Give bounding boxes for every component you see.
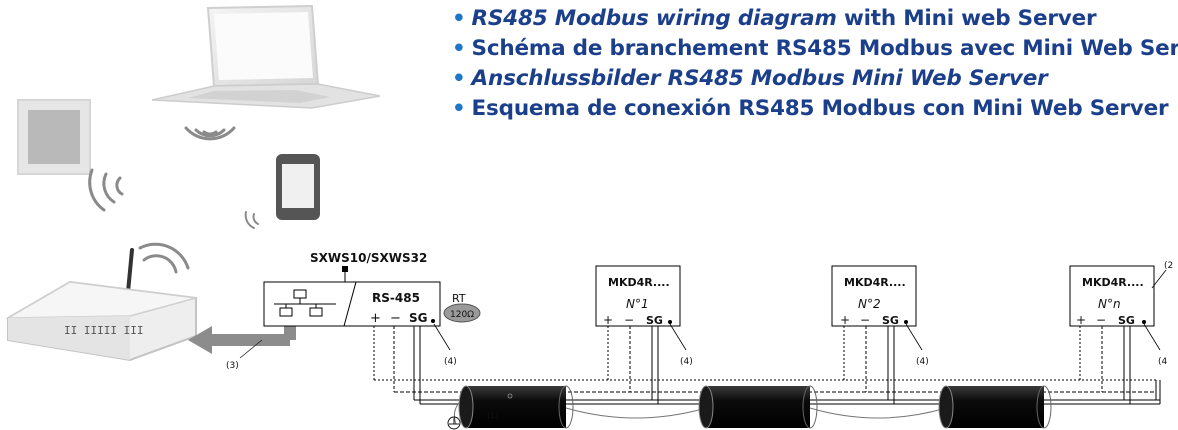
server-sg: SG (409, 311, 428, 325)
svg-text:−: − (860, 313, 870, 327)
title-es: •Esquema de conexión RS485 Modbus con Mi… (452, 96, 1169, 121)
server-model: SXWS10/SXWS32 (310, 251, 427, 265)
device-model: MKD4R.... (608, 276, 670, 289)
svg-text:II IIIII III: II IIIII III (64, 324, 143, 337)
terminator-resistor: RT 120Ω (443, 292, 481, 323)
router-icon: II IIIII III (5, 248, 197, 362)
rs485-label: RS-485 (372, 291, 420, 305)
svg-text:SG: SG (646, 314, 663, 327)
svg-text:+: + (603, 313, 613, 327)
device-model: MKD4R.... (1082, 276, 1144, 289)
title-fr: •Schéma de branchement RS485 Modbus avec… (452, 36, 1178, 61)
callout-1: (1) (487, 411, 498, 420)
cable-segment-2 (698, 385, 818, 429)
server-module: SXWS10/SXWS32 RS-485 + − SG (263, 251, 441, 327)
callout-4-server: (4) (444, 357, 457, 367)
svg-text:−: − (624, 313, 634, 327)
title-en: •RS485 Modbus wiring diagram with Mini w… (452, 6, 1097, 31)
callout-leader (239, 339, 263, 359)
device-number: N°n (1098, 297, 1121, 311)
device-2: MKD4R.... N°2 + − SG (831, 265, 917, 327)
svg-text:+: + (840, 313, 850, 327)
cable-segment-1 (458, 385, 574, 429)
device-1: MKD4R.... N°1 + − SG (595, 265, 681, 327)
smartphone-icon (276, 154, 320, 220)
svg-text:−: − (1096, 313, 1106, 327)
network-icon (274, 289, 336, 317)
title-list: •RS485 Modbus wiring diagram with Mini w… (452, 4, 1178, 124)
callout-3: (3) (226, 361, 239, 371)
device-number: N°1 (626, 297, 649, 311)
callout-2: (2 (1164, 261, 1173, 271)
laptop-icon (151, 4, 381, 109)
server-minus: − (390, 311, 401, 326)
callout-4-devicen: (4 (1158, 357, 1168, 367)
svg-text:SG: SG (1118, 314, 1135, 327)
callout-4-device1: (4) (680, 357, 693, 367)
cable-segment-3 (938, 385, 1052, 429)
device-n: MKD4R.... N°n + − SG (1069, 265, 1155, 327)
device-number: N°2 (858, 297, 881, 311)
device-model: MKD4R.... (844, 276, 906, 289)
terminator-value: 120Ω (450, 310, 474, 320)
wifi-icon (88, 126, 259, 274)
server-plus: + (370, 311, 381, 326)
ground-icon (447, 416, 461, 430)
svg-text:+: + (1076, 313, 1086, 327)
tablet-icon (17, 99, 91, 175)
terminator-label: RT (452, 292, 466, 305)
title-de: •Anschlussbilder RS485 Modbus Mini Web S… (452, 66, 1048, 91)
svg-text:SG: SG (882, 314, 899, 327)
callout-4-device2: (4) (916, 357, 929, 367)
